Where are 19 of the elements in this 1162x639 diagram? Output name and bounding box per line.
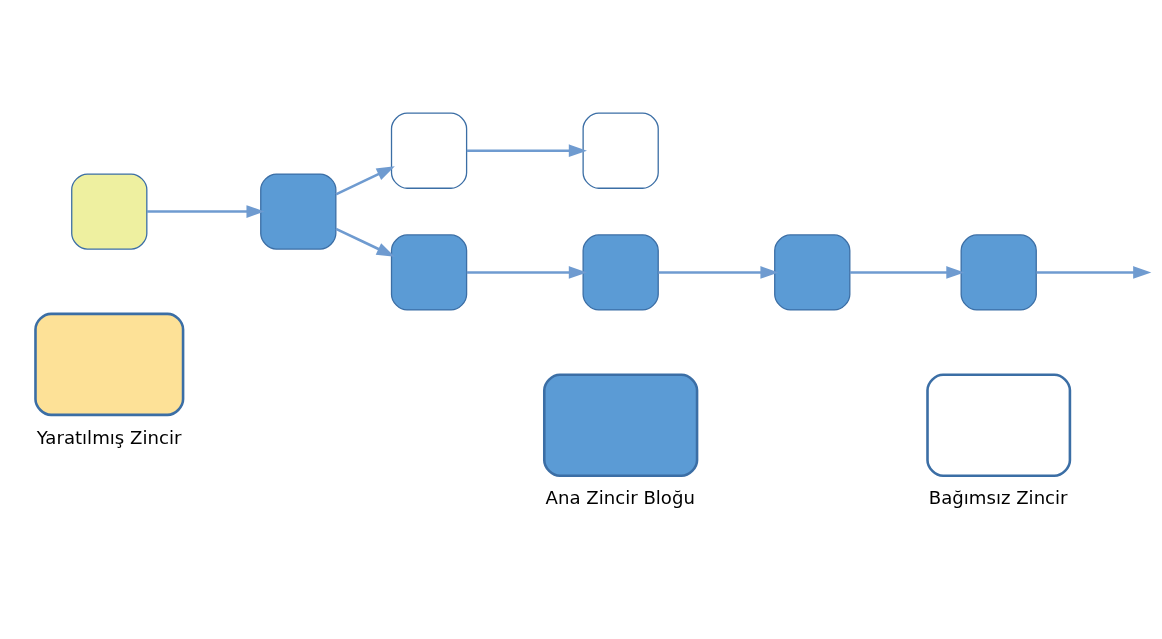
arrow — [466, 265, 587, 279]
node-box — [260, 172, 337, 250]
arrow — [658, 265, 779, 279]
arrow — [466, 143, 587, 157]
arrow — [335, 227, 395, 257]
arrow — [335, 165, 395, 195]
arrow — [849, 265, 965, 279]
legend-label: Yaratılmış Zincir — [36, 426, 182, 448]
node-box — [774, 233, 851, 311]
legend-label: Ana Zincir Bloğu — [545, 486, 695, 508]
node-box — [582, 233, 659, 311]
node-box — [582, 112, 659, 189]
arrow — [1036, 265, 1152, 279]
node-box — [390, 112, 468, 189]
node-box — [390, 233, 468, 311]
arrow — [146, 204, 265, 218]
legend-label: Bağımsız Zincir — [928, 486, 1068, 508]
node-box — [960, 233, 1037, 311]
node-box — [71, 172, 148, 250]
